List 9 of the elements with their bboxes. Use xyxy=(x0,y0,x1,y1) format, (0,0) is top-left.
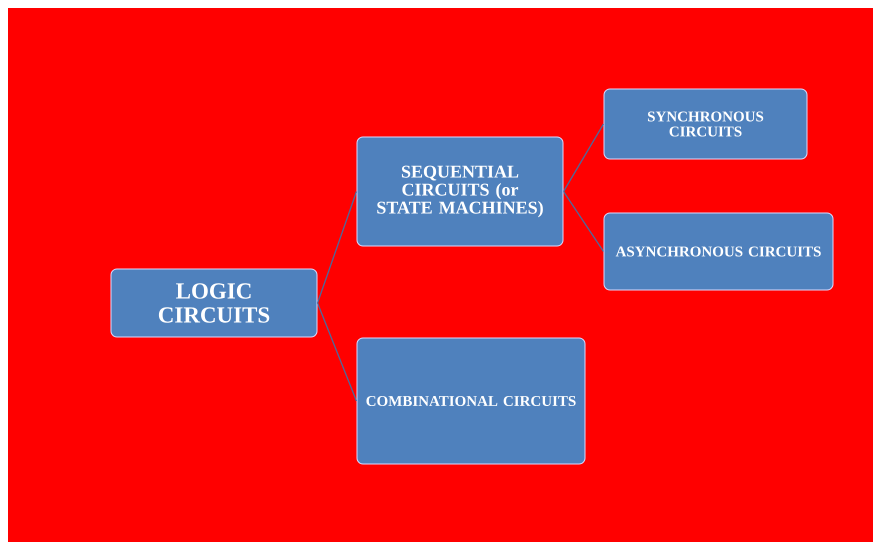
process-box: SEQUENTIAL CIRCUITS (or STATE MACHINES) xyxy=(356,136,564,246)
connector-line xyxy=(316,191,358,304)
connector-line xyxy=(562,191,604,252)
process-box: ASYNCHRONOUS CIRCUITS xyxy=(604,212,834,290)
process-box: COMBINATIONAL CIRCUITS xyxy=(356,338,586,464)
connector-line xyxy=(316,302,358,402)
connector-line xyxy=(562,124,604,192)
process-box: LOGIC CIRCUITS xyxy=(110,268,318,338)
process-box: SYNCHRONOUS CIRCUITS xyxy=(604,88,808,160)
